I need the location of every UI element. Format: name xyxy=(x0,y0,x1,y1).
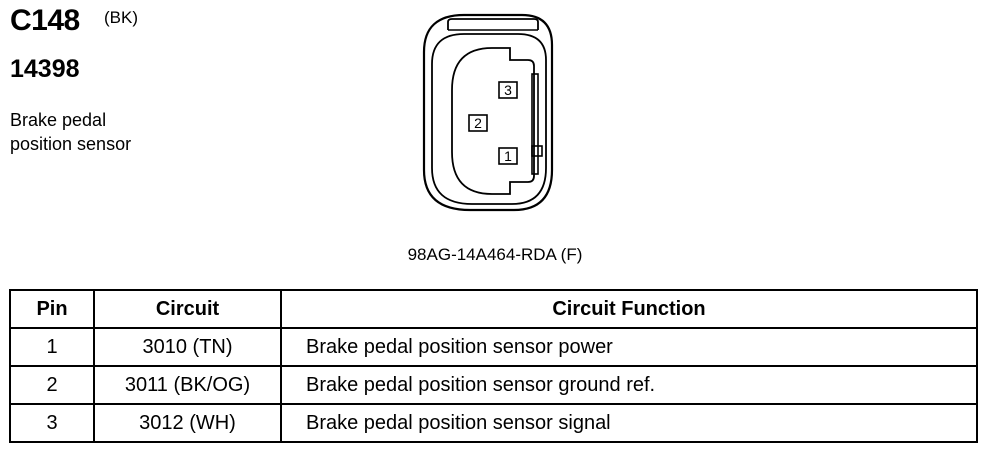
component-description: Brake pedal position sensor xyxy=(10,108,210,156)
connector-keying-rail xyxy=(531,73,539,175)
pin-2-label: 2 xyxy=(474,115,482,131)
part-number: 14398 xyxy=(10,55,80,83)
connector-pin-cavity xyxy=(451,47,535,195)
table-row: 2 3011 (BK/OG) Brake pedal position sens… xyxy=(9,365,978,405)
description-line-1: Brake pedal xyxy=(10,110,107,130)
table-header-row: Pin Circuit Circuit Function xyxy=(9,289,978,329)
connector-keying-notch xyxy=(531,145,543,157)
connector-outer-housing xyxy=(422,13,554,212)
color-code: (BK) xyxy=(104,8,138,27)
connector-id: C148 xyxy=(10,4,80,37)
header-circuit: Circuit xyxy=(93,289,282,329)
pin-2-box xyxy=(468,114,488,132)
cell-circuit: 3012 (WH) xyxy=(93,403,282,443)
cell-pin: 3 xyxy=(9,403,95,443)
table-row: 3 3012 (WH) Brake pedal position sensor … xyxy=(9,403,978,443)
table-row: 1 3010 (TN) Brake pedal position sensor … xyxy=(9,327,978,367)
connector-face-diagram: 3 2 1 xyxy=(422,13,554,212)
cell-circuit-function: Brake pedal position sensor power xyxy=(280,327,978,367)
pin-1-box xyxy=(498,147,518,165)
connector-part-code: 98AG-14A464-RDA (F) xyxy=(407,245,583,264)
cell-pin: 1 xyxy=(9,327,95,367)
pin-1-label: 1 xyxy=(504,148,512,164)
pinout-table: Pin Circuit Circuit Function 1 3010 (TN)… xyxy=(9,289,978,443)
header-pin: Pin xyxy=(9,289,95,329)
pin-3-box xyxy=(498,81,518,99)
header-circuit-function: Circuit Function xyxy=(280,289,978,329)
cell-circuit: 3010 (TN) xyxy=(93,327,282,367)
cell-circuit: 3011 (BK/OG) xyxy=(93,365,282,405)
description-line-2: position sensor xyxy=(10,134,132,154)
cell-pin: 2 xyxy=(9,365,95,405)
cell-circuit-function: Brake pedal position sensor ground ref. xyxy=(280,365,978,405)
pin-3-label: 3 xyxy=(504,82,512,98)
connector-latch-tab xyxy=(447,18,539,30)
connector-inner-shroud xyxy=(431,33,547,205)
cell-circuit-function: Brake pedal position sensor signal xyxy=(280,403,978,443)
